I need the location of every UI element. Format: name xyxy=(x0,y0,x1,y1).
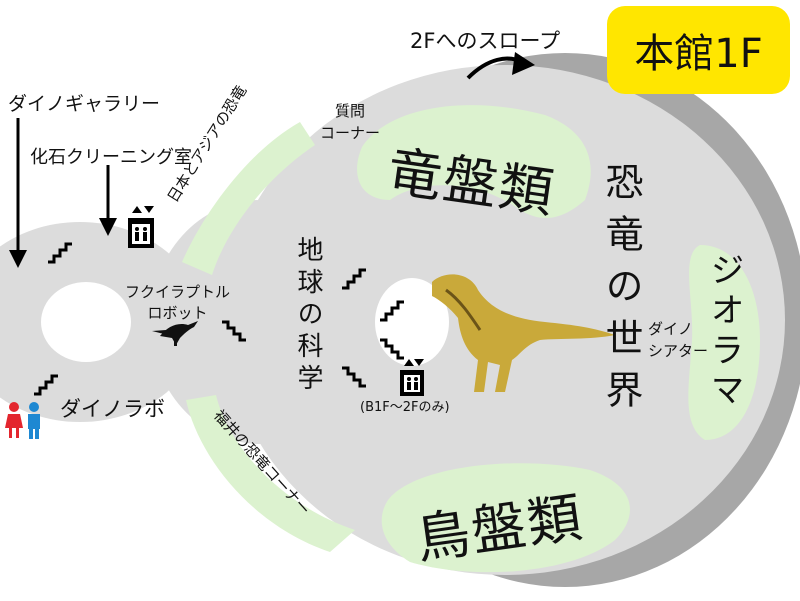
t-rex-figure xyxy=(432,274,615,392)
fukui-band xyxy=(186,395,355,552)
elevator-note-label: (B1F〜2Fのみ) xyxy=(360,400,450,415)
elevator-icon xyxy=(128,206,154,248)
fossil-cleaning-label: 化石クリーニング室 xyxy=(30,147,192,168)
stairs-icon xyxy=(34,242,404,396)
exhibit-zones xyxy=(182,105,760,573)
question-corner-label: 質問 コーナー xyxy=(320,102,381,142)
raptor-icon xyxy=(152,321,198,346)
japan-asia-band xyxy=(182,122,315,275)
floor-badge: 本館1F xyxy=(607,6,790,94)
dino-gallery-label: ダイノギャラリー xyxy=(8,93,161,115)
courtyard-center xyxy=(375,278,449,366)
diorama-label: ジオラマ xyxy=(704,252,744,412)
dino-lab-label: ダイノラボ xyxy=(60,397,165,421)
dino-world-label: 恐竜の世界 xyxy=(599,162,643,422)
earth-science-label: 地球の科学 xyxy=(293,236,323,396)
courtyard-small xyxy=(41,282,131,362)
ornithischia-zone xyxy=(381,463,630,573)
saurischia-zone xyxy=(357,105,591,219)
elevator-icon xyxy=(400,359,424,396)
dino-theater-label: ダイノ シアター xyxy=(648,320,709,360)
restroom-icon xyxy=(5,402,40,439)
slope-label: 2Fへのスロープ xyxy=(410,29,561,53)
fukuiraptor-robot-label: フクイラプトル ロボット xyxy=(125,283,231,322)
diorama-zone xyxy=(688,245,760,440)
